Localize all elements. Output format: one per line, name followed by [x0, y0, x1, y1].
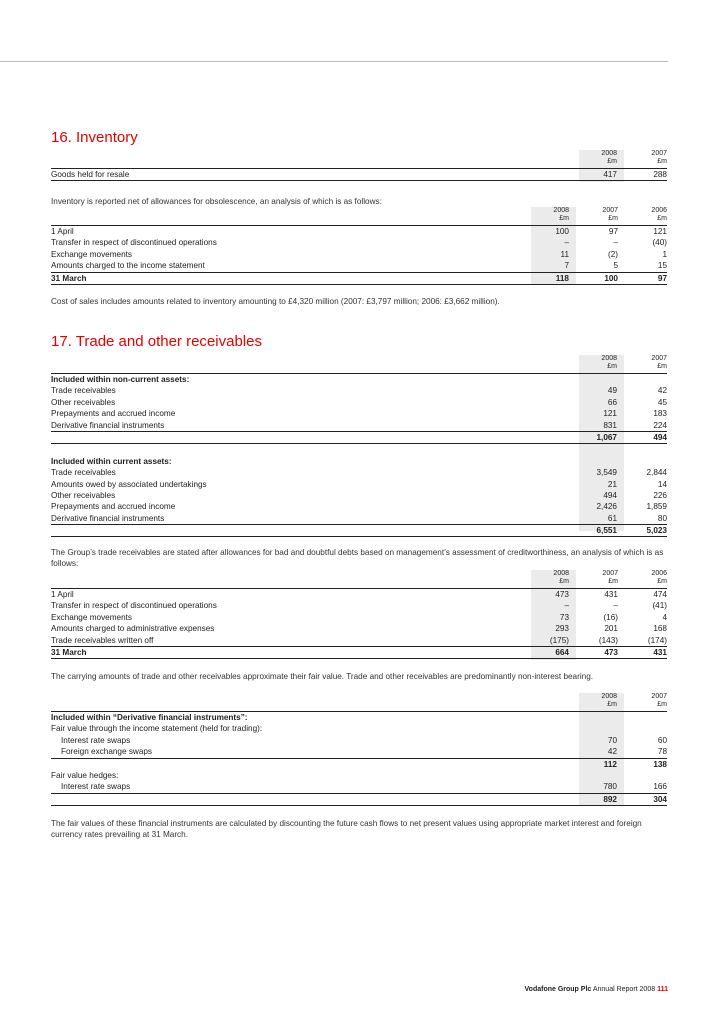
table-row: Trade receivables 3,549 2,844 — [51, 468, 667, 478]
table-row: Other receivables 66 45 — [51, 397, 667, 407]
table-row: Amounts owed by associated undertakings … — [51, 479, 667, 489]
table-section-heading: Included within current assets: — [51, 456, 172, 466]
table-total-row: 1,067 494 — [51, 430, 667, 445]
table-total-row: 31 March 118 100 97 — [51, 271, 667, 285]
table-row: Interest rate swaps 70 60 — [61, 735, 667, 745]
table-row: Interest rate swaps 780 166 — [61, 782, 667, 792]
table-row: Foreign exchange swaps 42 78 — [61, 747, 667, 757]
col-2007: 2007£m — [651, 150, 667, 165]
table-header: 2008£m 2007£m 2006£m — [553, 570, 667, 585]
table-row: 1 April 100 97 121 — [51, 225, 667, 236]
table-subheading: Fair value hedges: — [51, 770, 119, 780]
table-row: 1 April 473 431 474 — [51, 588, 667, 599]
table-row: Derivative financial instruments 831 224 — [51, 420, 667, 430]
table-row: Transfer in respect of discontinued oper… — [51, 601, 667, 611]
current-year-shade — [579, 150, 624, 182]
inventory-note-1: Inventory is reported net of allowances … — [51, 197, 382, 206]
table-row: Exchange movements 11 (2) 1 — [51, 249, 667, 259]
table-header: 2008£m 2007£m 2006£m — [553, 207, 667, 222]
inventory-allowance-table: 2008£m 2007£m 2006£m 1 April 100 97 121 … — [51, 207, 667, 285]
table-header: 2008£m 2007£m — [601, 693, 667, 708]
current-year-shade — [531, 570, 576, 660]
spacer — [51, 444, 667, 455]
receivables-note-3: The fair values of these financial instr… — [51, 819, 642, 839]
table-row: Exchange movements 73 (16) 4 — [51, 612, 667, 622]
current-year-shade — [579, 355, 624, 531]
footer-company: Vodafone Group Plc — [524, 986, 592, 993]
table-row: Trade receivables 49 42 — [51, 386, 667, 396]
section-title-receivables: 17. Trade and other receivables — [51, 333, 262, 350]
col-2008: 2008£m — [601, 150, 617, 165]
header-rule — [0, 61, 668, 62]
table-row: Amounts charged to the income statement … — [51, 261, 667, 271]
inventory-table: 2008£m 2007£m Goods held for resale 417 … — [51, 150, 667, 182]
table-row: Other receivables 494 226 — [51, 490, 667, 500]
receivables-note-1: The Group’s trade receivables are stated… — [51, 548, 664, 568]
table-section-heading: Included within “Derivative financial in… — [51, 711, 667, 723]
section-title-inventory: 16. Inventory — [51, 129, 138, 146]
page-footer: Vodafone Group Plc Annual Report 2008 11… — [525, 986, 668, 993]
receivables-table: 2008£m 2007£m Included within non-curren… — [51, 355, 667, 538]
table-row: Trade receivables written off (175) (143… — [51, 635, 667, 645]
inventory-note-2: Cost of sales includes amounts related t… — [51, 297, 500, 306]
table-header: 2008£m 2007£m — [601, 355, 667, 370]
table-row: Prepayments and accrued income 2,426 1,8… — [51, 502, 667, 512]
receivables-allowance-table: 2008£m 2007£m 2006£m 1 April 473 431 474… — [51, 570, 667, 660]
table-row: Amounts charged to administrative expens… — [51, 624, 667, 634]
table-section-heading: Included within non-current assets: — [51, 373, 667, 385]
table-total-row: 892 304 — [51, 792, 667, 807]
table-row: Prepayments and accrued income 121 183 — [51, 409, 667, 419]
receivables-note-2: The carrying amounts of trade and other … — [51, 672, 594, 681]
table-row: Transfer in respect of discontinued oper… — [51, 238, 667, 248]
table-row: Goods held for resale 417 288 — [51, 168, 667, 182]
table-row: Derivative financial instruments 61 80 — [51, 513, 667, 523]
table-subtotal-row: 112 138 — [51, 757, 667, 770]
derivatives-table: 2008£m 2007£m Included within “Derivativ… — [51, 693, 667, 807]
footer-report: Annual Report 2008 — [592, 986, 656, 993]
table-total-row: 31 March 664 473 431 — [51, 645, 667, 660]
table-total-row: 6,551 5,023 — [51, 524, 667, 538]
page-number: 111 — [657, 986, 668, 993]
table-subheading: Fair value through the income statement … — [51, 724, 263, 734]
table-header: 2008£m 2007£m — [51, 150, 667, 168]
